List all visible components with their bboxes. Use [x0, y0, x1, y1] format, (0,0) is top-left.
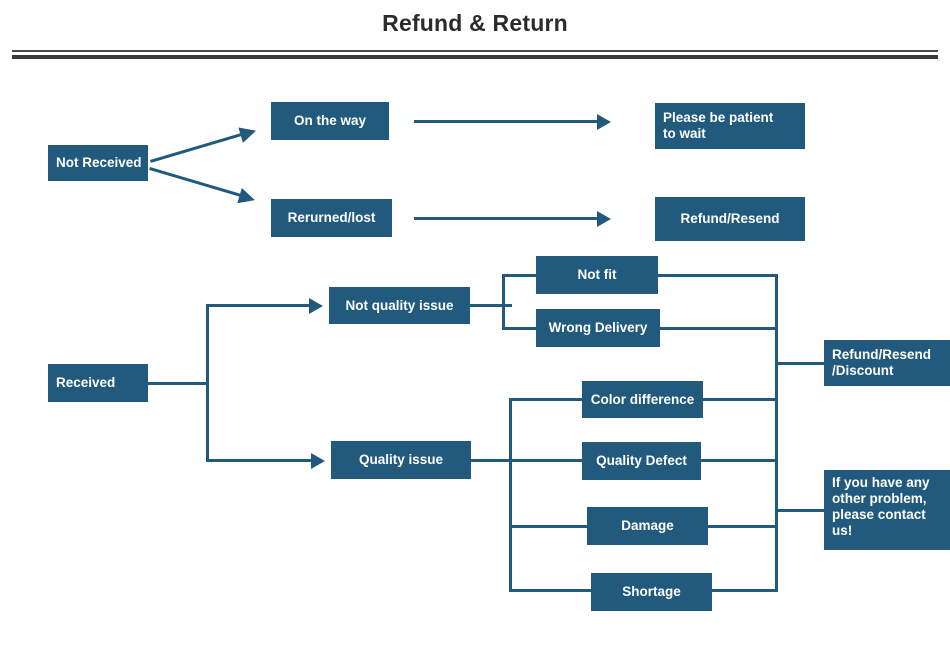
node-label: Not quality issue [345, 297, 454, 313]
edge-damage-to-rail [708, 525, 778, 528]
page-title: Refund & Return [382, 10, 568, 36]
edge-returned-lost-to-refund-resend [414, 210, 611, 227]
node-not-fit[interactable]: Not fit [536, 256, 658, 294]
edge-not-received-to-returned-lost [149, 167, 258, 208]
edge-quality-to-damage [509, 525, 589, 528]
node-label: Not fit [577, 267, 617, 283]
node-label: Wrong Delivery [548, 320, 648, 336]
edge-not-quality-to-wrong-delivery [502, 327, 538, 330]
node-received[interactable]: Received [48, 364, 148, 402]
arrowhead-icon [237, 187, 258, 208]
edge-not-quality-issue-stem [470, 304, 512, 307]
node-label: Quality issue [358, 452, 444, 468]
node-label: Refund/Resend /Discount [832, 347, 932, 378]
node-label: Received [56, 375, 116, 391]
arrowhead-icon [238, 122, 259, 143]
collector-rail-vertical [775, 274, 778, 592]
edge-received-stem [148, 382, 208, 385]
node-label: Rerurned/lost [287, 210, 376, 226]
edge-quality-to-shortage [509, 589, 593, 592]
edge-not-quality-to-not-fit [502, 274, 538, 277]
edge-not-received-to-on-the-way [150, 122, 259, 163]
edge-rail-to-contact-us [775, 509, 827, 512]
node-label: If you have any other problem, please co… [832, 475, 930, 538]
edge-not-fit-to-rail [658, 274, 778, 277]
node-contact-us[interactable]: If you have any other problem, please co… [824, 470, 950, 550]
node-damage[interactable]: Damage [587, 507, 708, 545]
edge-quality-to-color-difference [509, 398, 584, 401]
node-refund-resend[interactable]: Refund/Resend [655, 197, 805, 241]
node-not-received[interactable]: Not Received [48, 145, 148, 181]
edge-not-quality-bracket-vertical [502, 274, 505, 330]
node-quality-issue[interactable]: Quality issue [331, 441, 471, 479]
edge-quality-bracket-vertical [509, 398, 512, 592]
edge-on-the-way-to-please-be-patient [414, 113, 611, 130]
edge-shaft [149, 167, 243, 198]
node-shortage[interactable]: Shortage [591, 573, 712, 611]
node-label: On the way [293, 113, 366, 129]
node-on-the-way[interactable]: On the way [271, 102, 389, 140]
node-color-difference[interactable]: Color difference [582, 381, 703, 418]
node-wrong-delivery[interactable]: Wrong Delivery [536, 309, 660, 347]
header-rule-thick [12, 55, 938, 59]
node-returned-lost[interactable]: Rerurned/lost [271, 199, 392, 237]
node-label: Color difference [590, 391, 695, 407]
node-not-quality-issue[interactable]: Not quality issue [329, 287, 470, 324]
edge-received-to-quality-issue [206, 452, 325, 469]
node-label: Shortage [622, 584, 681, 600]
edge-shortage-to-rail [712, 589, 778, 592]
edge-quality-issue-stem [471, 459, 519, 462]
edge-received-split-vertical [206, 304, 209, 462]
node-please-be-patient[interactable]: Please be patient to wait [655, 103, 805, 149]
edge-quality-defect-to-rail [701, 459, 778, 462]
edge-wrong-delivery-to-rail [660, 327, 778, 330]
node-label: Quality Defect [596, 453, 687, 469]
edge-shaft [150, 132, 243, 163]
header-rule-thin [12, 50, 938, 52]
node-refund-resend-discount[interactable]: Refund/Resend /Discount [824, 340, 950, 386]
edge-rail-to-refund-resend-discount [775, 362, 827, 365]
edge-quality-to-quality-defect [509, 459, 584, 462]
node-label: Damage [621, 518, 674, 534]
edge-received-to-not-quality-issue [206, 297, 323, 314]
node-quality-defect[interactable]: Quality Defect [582, 442, 701, 480]
edge-color-difference-to-rail [703, 398, 778, 401]
node-label: Refund/Resend [680, 211, 780, 227]
node-label: Not Received [56, 155, 142, 171]
node-label: Please be patient to wait [663, 110, 774, 141]
